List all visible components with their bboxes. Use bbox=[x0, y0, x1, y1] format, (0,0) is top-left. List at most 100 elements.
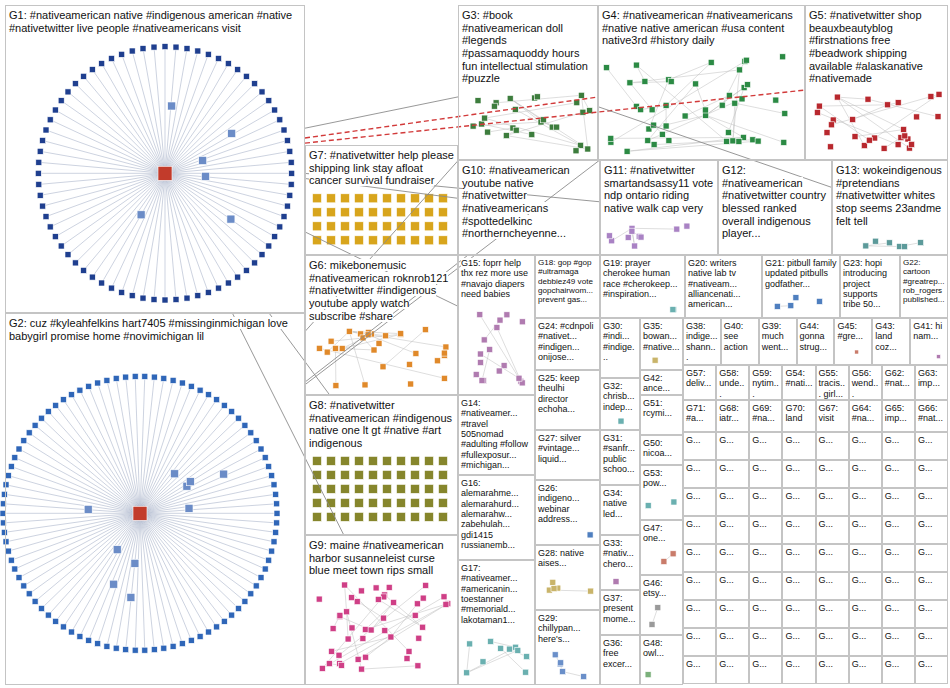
vertex-link bbox=[140, 513, 154, 649]
vertex-link bbox=[510, 99, 588, 150]
group-box: G... bbox=[816, 432, 849, 460]
group-box: G... bbox=[915, 460, 948, 488]
group-box: G53: pow... bbox=[640, 465, 683, 520]
group-label: G31: #sanfr... public schoo... bbox=[603, 433, 635, 474]
vertex-icon bbox=[773, 97, 779, 103]
vertex-icon bbox=[661, 559, 667, 565]
vertex-icon bbox=[326, 661, 332, 667]
vertex-icon bbox=[39, 415, 45, 421]
vertex-icon bbox=[411, 470, 420, 479]
vertex-icon bbox=[355, 194, 364, 203]
group-label: G... bbox=[686, 463, 701, 473]
vertex-link bbox=[506, 136, 588, 149]
vertex-icon bbox=[313, 456, 322, 465]
group-box: G15: foprr help thx rez more use #navajo… bbox=[458, 255, 535, 395]
vertex-icon bbox=[441, 375, 447, 381]
vertex-icon bbox=[243, 267, 249, 273]
group-label: G... bbox=[819, 631, 834, 641]
vertex-icon bbox=[828, 144, 834, 150]
vertex-icon bbox=[480, 659, 486, 665]
vertex-icon bbox=[12, 566, 18, 572]
group-label: G42: ance... bbox=[643, 373, 670, 393]
vertex-link bbox=[165, 173, 287, 206]
vertex-link bbox=[140, 449, 261, 513]
group-label: G... bbox=[819, 659, 834, 669]
group-label: G... bbox=[819, 435, 834, 445]
vertex-icon bbox=[346, 328, 352, 334]
vertex-icon bbox=[339, 346, 345, 352]
group-label: G43: land coz... bbox=[875, 321, 897, 352]
group-label: G... bbox=[785, 547, 800, 557]
group-box: G55: tracis... girl... bbox=[816, 365, 849, 400]
vertex-icon bbox=[95, 641, 101, 647]
vertex-link bbox=[140, 458, 265, 514]
group-box: G23: hopi introducing project supports t… bbox=[840, 255, 900, 318]
vertex-icon bbox=[26, 591, 32, 597]
group-box: G... bbox=[782, 488, 815, 516]
group-label: G... bbox=[885, 659, 900, 669]
vertex-icon bbox=[670, 551, 676, 557]
vertex-icon bbox=[40, 203, 46, 209]
group-box: G... bbox=[816, 656, 849, 684]
vertex-icon bbox=[362, 382, 368, 388]
vertex-link bbox=[648, 99, 742, 141]
vertex-icon bbox=[895, 142, 901, 148]
vertex-link bbox=[140, 412, 232, 514]
group-label: G... bbox=[918, 547, 933, 557]
vertex-icon bbox=[214, 624, 220, 630]
vertex-icon bbox=[53, 402, 59, 408]
vertex-icon bbox=[479, 378, 485, 384]
group-label: G... bbox=[852, 463, 867, 473]
group-label: G65: imp... bbox=[885, 403, 907, 423]
group-box: G40: see action bbox=[721, 318, 759, 365]
vertex-icon bbox=[386, 584, 392, 590]
vertex-icon bbox=[391, 600, 397, 606]
group-box: G64: #na... bbox=[849, 400, 882, 432]
vertex-icon bbox=[355, 498, 364, 507]
vertex-link bbox=[3, 513, 140, 523]
vertex-link bbox=[817, 113, 898, 145]
group-box: G56: wend... bbox=[849, 365, 882, 400]
vertex-link bbox=[89, 513, 140, 640]
group-label: G8: #nativetwitter #nativeamerican #indi… bbox=[309, 399, 452, 449]
group-label: G17: #nativeamer... #americanin... toest… bbox=[461, 563, 518, 625]
vertex-icon bbox=[253, 438, 259, 444]
group-label: G... bbox=[785, 435, 800, 445]
vertex-icon bbox=[649, 621, 655, 627]
group-box: G... bbox=[816, 600, 849, 628]
vertex-link bbox=[165, 173, 166, 300]
vertex-icon bbox=[248, 430, 254, 436]
vertex-icon bbox=[895, 100, 901, 106]
vertex-icon bbox=[425, 456, 434, 465]
vertex-icon bbox=[179, 641, 185, 647]
vertex-icon bbox=[206, 392, 212, 398]
group-label: G56: wend... bbox=[852, 368, 879, 399]
vertex-icon bbox=[236, 415, 242, 421]
vertex-icon bbox=[371, 347, 377, 353]
group-label: G... bbox=[852, 603, 867, 613]
group-label: G62: #nat... bbox=[885, 368, 910, 388]
vertex-icon bbox=[651, 142, 657, 148]
vertex-icon bbox=[266, 557, 272, 563]
group-label: G... bbox=[852, 631, 867, 641]
group-box: G... bbox=[716, 460, 749, 488]
vertex-icon bbox=[477, 312, 483, 318]
group-box: G... bbox=[782, 432, 815, 460]
vertex-link bbox=[335, 348, 336, 385]
group-label: G38: indige... shann... bbox=[686, 321, 718, 362]
vertex-icon bbox=[123, 647, 129, 653]
vertex-icon bbox=[414, 601, 420, 607]
group-label: G35: bowan... #native... bbox=[643, 321, 680, 352]
vertex-icon bbox=[863, 243, 869, 249]
vertex-icon bbox=[645, 138, 651, 144]
vertex-icon bbox=[425, 470, 434, 479]
group-box: G... bbox=[716, 600, 749, 628]
vertex-icon bbox=[339, 662, 345, 668]
vertex-icon bbox=[519, 319, 525, 325]
vertex-icon bbox=[168, 102, 176, 110]
vertex-icon bbox=[341, 484, 350, 493]
vertex-icon bbox=[258, 446, 264, 452]
group-box: G50: nicoa... bbox=[640, 435, 683, 465]
vertex-icon bbox=[327, 512, 336, 521]
vertex-icon bbox=[397, 456, 406, 465]
